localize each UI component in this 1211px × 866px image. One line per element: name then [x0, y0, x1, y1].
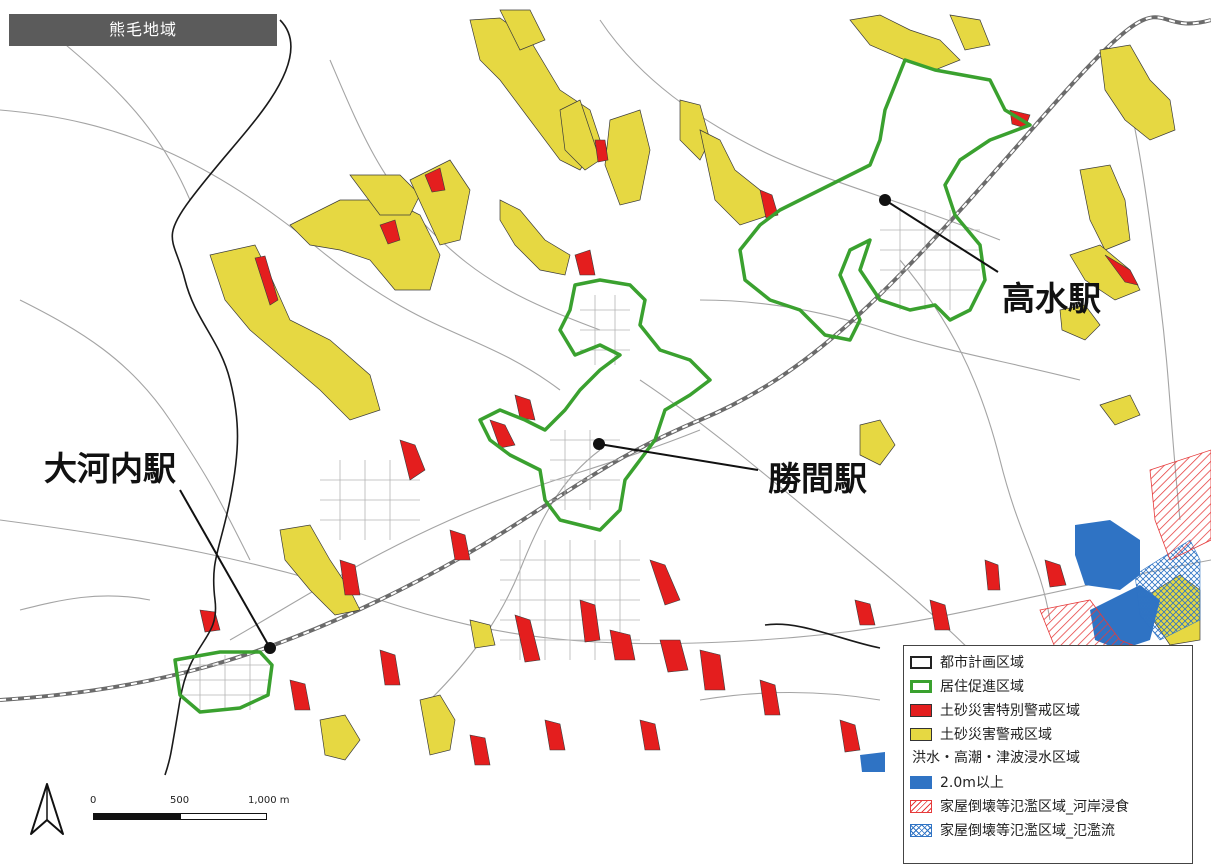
station-label-okochi: 大河内駅	[44, 449, 176, 488]
flood-areas	[860, 449, 1211, 772]
legend-item-residential: 居住促進区域	[910, 674, 1186, 698]
legend-item-flood-flow: 家屋倒壊等氾濫区域_氾濫流	[910, 818, 1186, 842]
landslide-special-swatch	[910, 703, 932, 717]
katsuma-station-dot	[593, 438, 605, 450]
okochi-station-dot	[264, 642, 276, 654]
scale-label-mid: 500	[170, 795, 190, 806]
legend-item-landslide-warning: 土砂災害警戒区域	[910, 722, 1186, 746]
legend-label: 居住促進区域	[940, 679, 1024, 695]
residential-promotion-zones	[173, 58, 1032, 714]
residential-swatch	[910, 679, 932, 693]
scale-label-end: 1,000 m	[248, 795, 290, 806]
landslide-special-zones	[199, 109, 1139, 766]
scale-segment-white	[180, 813, 267, 820]
city-planning-swatch	[910, 655, 932, 669]
flood-depth-swatch	[910, 775, 932, 789]
legend-flood-heading: 洪水・高潮・津波浸水区域	[912, 750, 1080, 766]
flood-flow-swatch	[910, 823, 932, 837]
city-planning-boundary	[164, 19, 881, 776]
legend-label: 家屋倒壊等氾濫区域_氾濫流	[940, 823, 1115, 839]
area-title: 熊毛地域	[9, 14, 277, 46]
landslide-warning-swatch	[910, 727, 932, 741]
map-legend: 都市計画区域 居住促進区域 土砂災害特別警戒区域 土砂災害警戒区域 洪水・高潮・…	[903, 645, 1193, 864]
legend-item-landslide-special: 土砂災害特別警戒区域	[910, 698, 1186, 722]
road-network	[0, 19, 1211, 701]
station-pointers	[179, 199, 999, 649]
legend-label: 土砂災害警戒区域	[940, 727, 1052, 743]
scale-bar: 0 500 1,000 m	[88, 795, 290, 835]
bank-erosion-swatch	[910, 799, 932, 813]
legend-label: 家屋倒壊等氾濫区域_河岸浸食	[940, 799, 1129, 815]
north-arrow-icon	[30, 783, 64, 835]
legend-label: 都市計画区域	[940, 655, 1024, 671]
scale-segment-black	[93, 813, 180, 820]
station-dots	[264, 194, 891, 654]
takamizu-station-dot	[879, 194, 891, 206]
legend-label: 2.0m以上	[940, 775, 1004, 791]
legend-item-bank-erosion: 家屋倒壊等氾濫区域_河岸浸食	[910, 794, 1186, 818]
scale-label-zero: 0	[90, 795, 97, 806]
legend-item-city-planning: 都市計画区域	[910, 650, 1186, 674]
legend-label: 土砂災害特別警戒区域	[940, 703, 1080, 719]
station-label-katsuma: 勝間駅	[768, 459, 867, 498]
street-grid	[180, 210, 980, 710]
station-label-takamizu: 高水駅	[1002, 279, 1101, 318]
legend-item-flood-depth: 2.0m以上	[910, 770, 1186, 794]
